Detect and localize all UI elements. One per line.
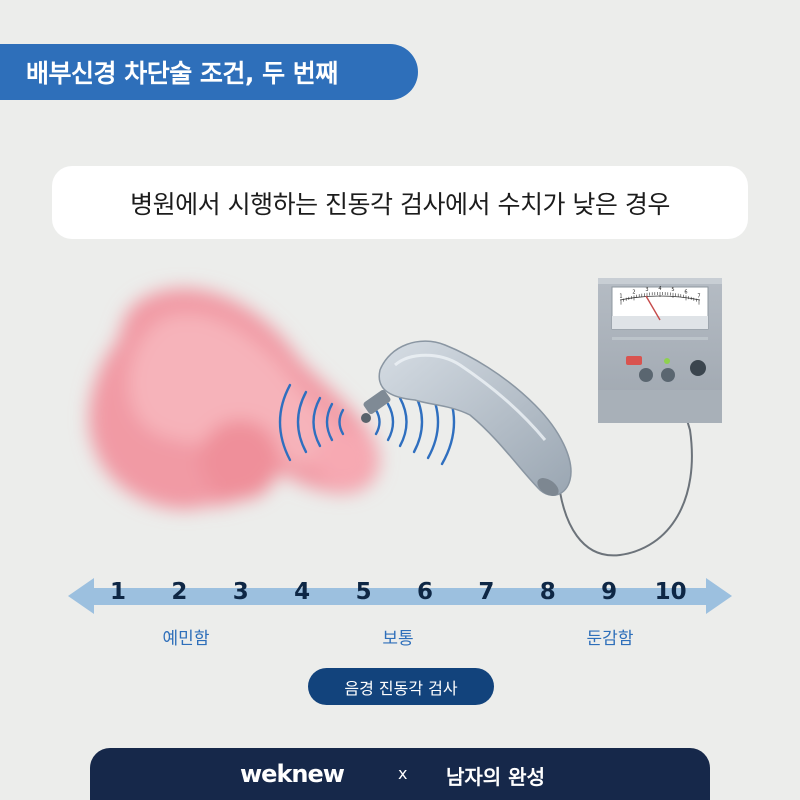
scale-number: 1: [109, 579, 127, 605]
scale-number: 6: [416, 579, 434, 605]
meter-tick-label: 7: [697, 294, 700, 300]
knob-large: [690, 360, 706, 376]
label-sensitive: 예민함: [162, 629, 210, 649]
meter-tick-labels: 1 2 3 4 5 6 7: [619, 286, 700, 300]
vibration-waves-left: [278, 383, 345, 462]
body-shape: [88, 288, 380, 510]
test-name-text: 음경 진동각 검사: [344, 678, 458, 698]
knob-left: [639, 368, 653, 382]
brand-namja-logo: 남자의 완성: [446, 765, 545, 789]
test-name-badge: 음경 진동각 검사: [308, 668, 494, 705]
page-title: 배부신경 차단술 조건, 두 번째: [26, 59, 338, 88]
vibration-probe-device: [361, 340, 572, 496]
scale-arrow: [68, 578, 732, 614]
footer-bar: weknew x 남자의 완성: [90, 748, 710, 800]
meter-tick-label: 6: [684, 289, 687, 295]
meter-ticks: [620, 292, 700, 305]
indicator-light: [664, 358, 670, 364]
scale-number: 2: [171, 579, 188, 605]
scale-number: 10: [654, 579, 687, 605]
brand-separator: x: [398, 764, 408, 783]
subtitle-text: 병원에서 시행하는 진동각 검사에서 수치가 낮은 경우: [130, 189, 670, 219]
label-dull: 둔감함: [586, 629, 634, 649]
scale-number: 3: [232, 579, 249, 605]
meter-needle: [645, 295, 661, 321]
scale-number: 7: [478, 579, 495, 605]
label-normal: 보통: [382, 629, 414, 649]
brand-weknew-logo: weknew: [240, 760, 345, 788]
title-banner: 배부신경 차단술 조건, 두 번째: [0, 44, 418, 100]
scale-numbers: 1 2 3 4 5 6 7 8 9 10: [0, 579, 800, 615]
meter-tick-label: 2: [632, 289, 635, 295]
scale-number: 4: [294, 579, 311, 605]
meter-tick-label: 4: [658, 286, 661, 292]
meter-tick-label: 5: [671, 287, 674, 293]
meter-tick-label: 3: [645, 287, 648, 293]
scale-number: 9: [601, 579, 618, 605]
scale-number: 8: [539, 579, 556, 605]
meter-tick-label: 1: [619, 294, 622, 300]
power-button: [626, 356, 642, 365]
vibration-meter-box: 1 2 3 4 5 6 7: [598, 278, 722, 423]
knob-right: [661, 368, 675, 382]
scale-number: 5: [355, 579, 372, 605]
subtitle-box: 병원에서 시행하는 진동각 검사에서 수치가 낮은 경우: [52, 166, 748, 239]
